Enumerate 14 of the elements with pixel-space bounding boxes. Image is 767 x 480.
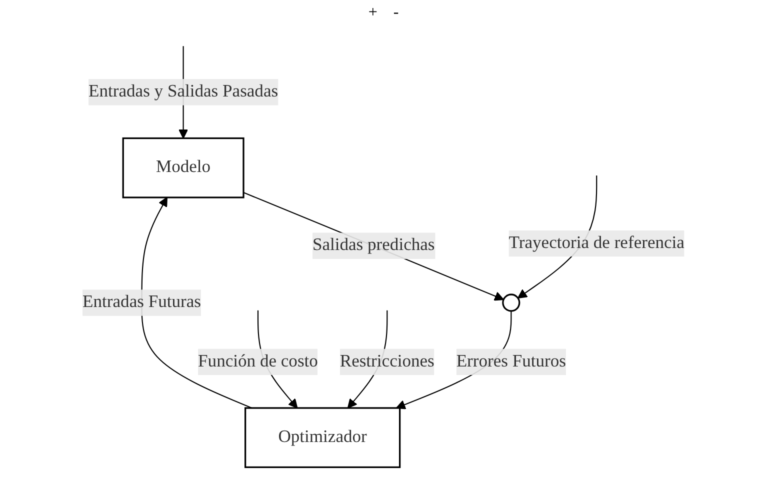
edge-label: Trayectoria de referencia bbox=[508, 234, 684, 252]
edge-label: Restricciones bbox=[340, 352, 434, 371]
edge-label: Errores Futuros bbox=[456, 352, 566, 371]
arrow bbox=[141, 197, 252, 409]
node-circle bbox=[502, 294, 520, 312]
sign-label: + bbox=[368, 4, 378, 22]
edge-label: Función de costo bbox=[198, 352, 318, 371]
node-box: Optimizador bbox=[244, 407, 401, 468]
edge-label: Entradas Futuras bbox=[82, 292, 201, 312]
edge-label: Entradas y Salidas Pasadas bbox=[88, 82, 278, 101]
arrow bbox=[243, 192, 504, 301]
node-box: Modelo bbox=[122, 137, 244, 198]
edge-label: Salidas predichas bbox=[312, 236, 435, 255]
sign-label: - bbox=[393, 4, 399, 22]
